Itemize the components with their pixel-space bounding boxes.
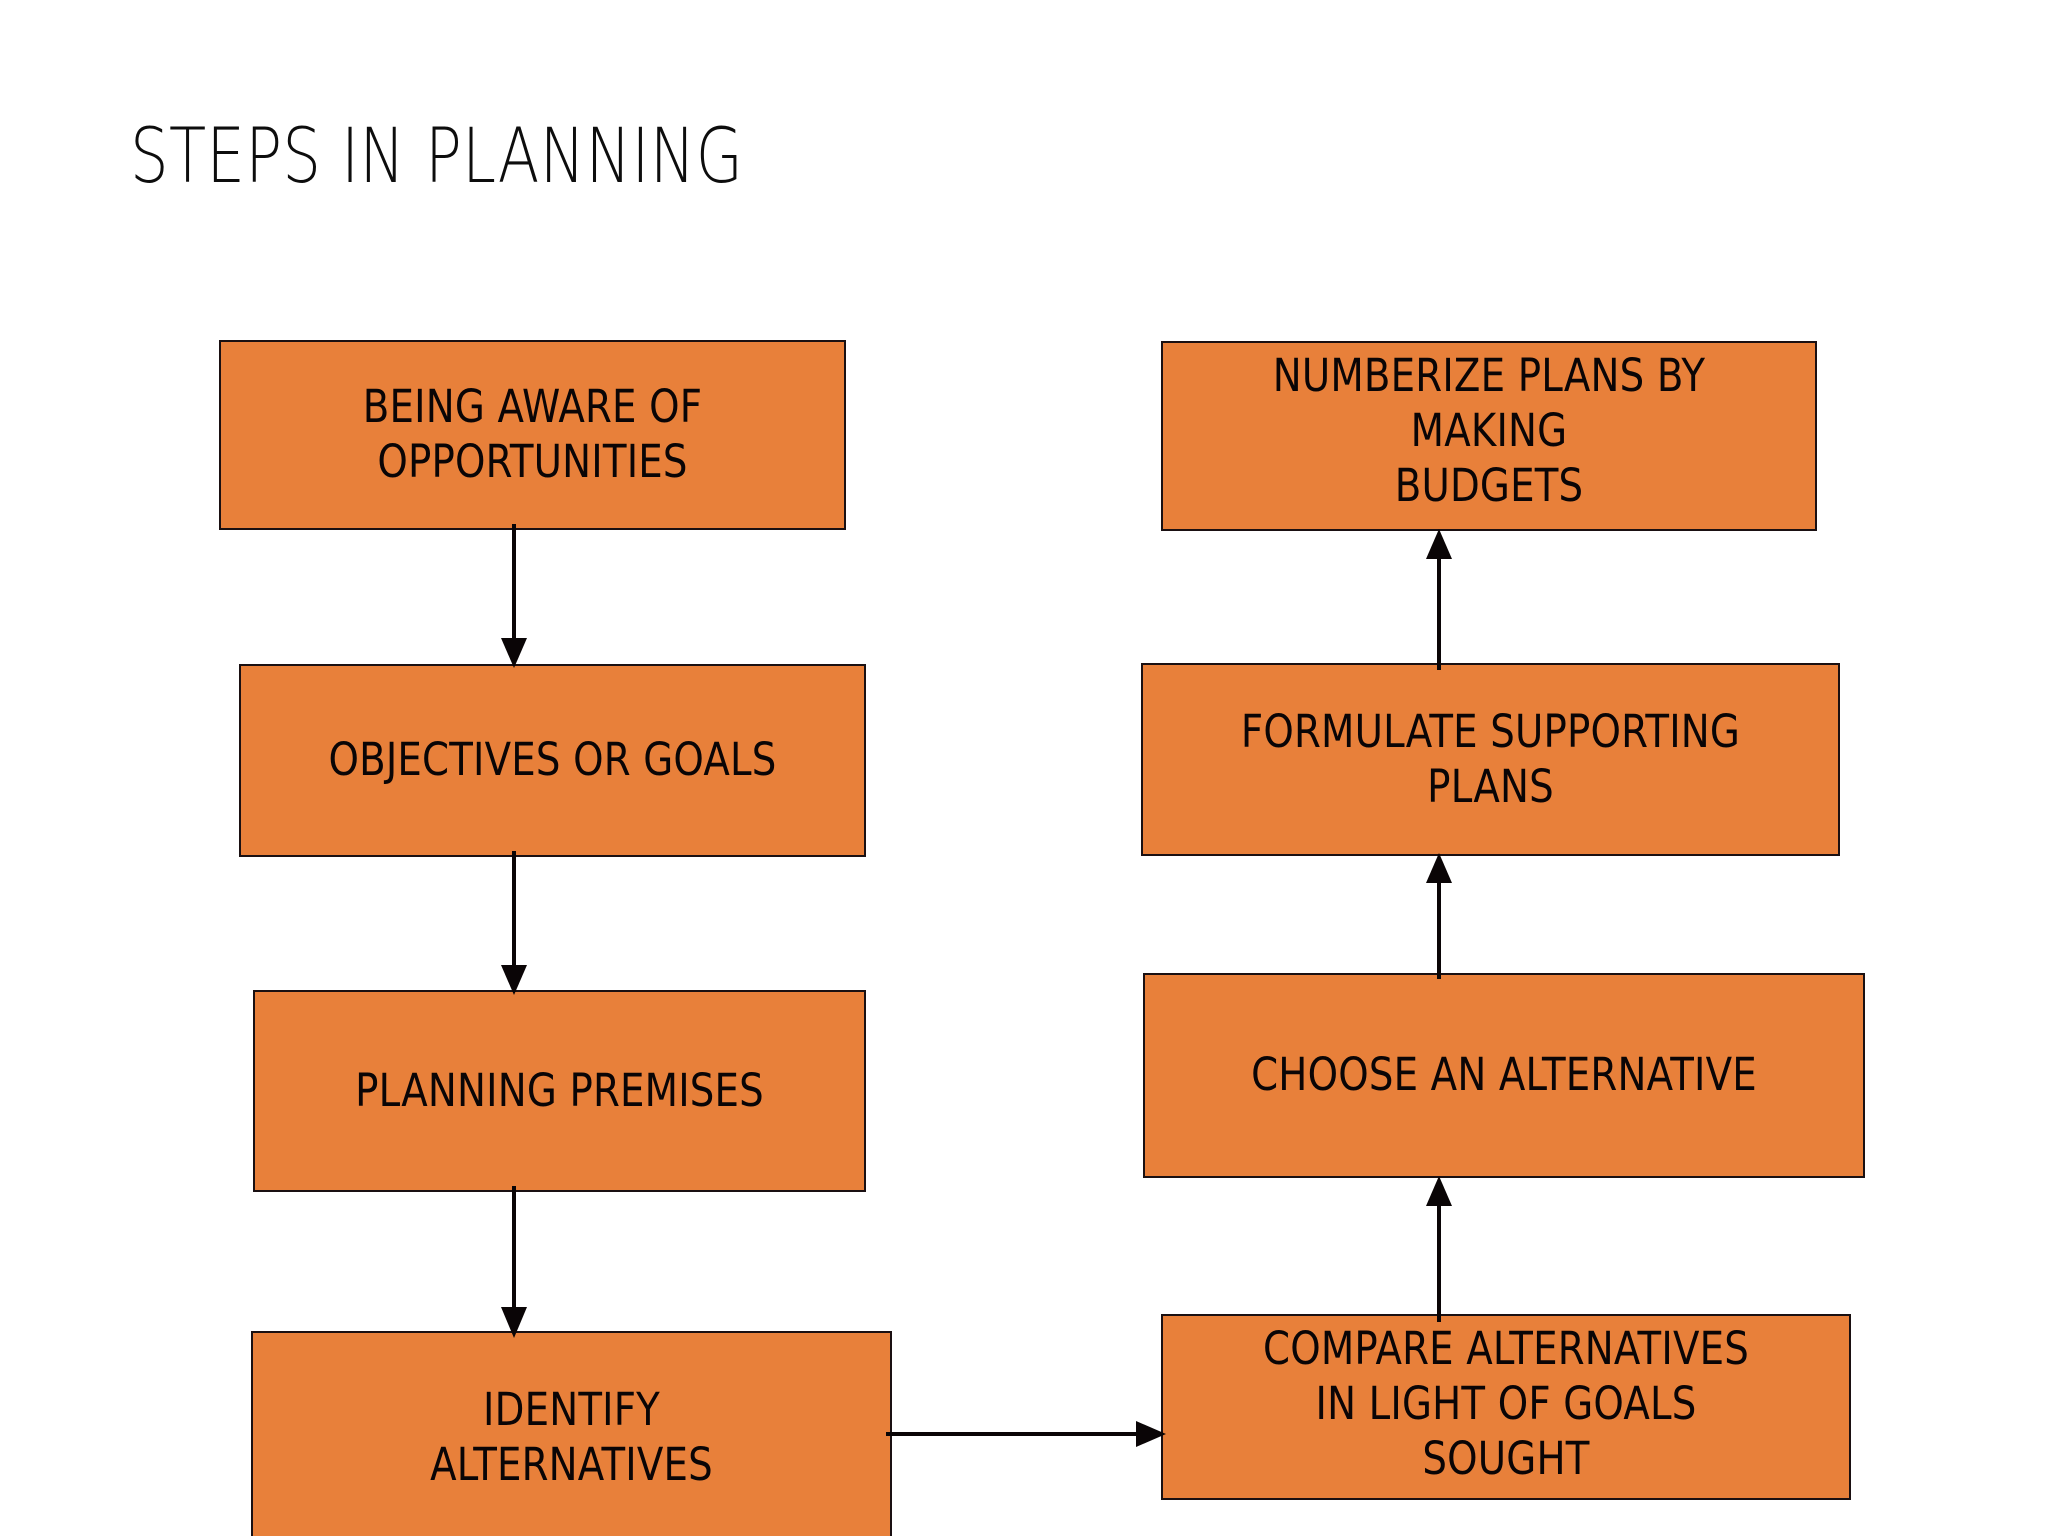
connector-arrow-compare-to-choose [1405,1172,1475,1322]
flow-node-planning-premises[interactable]: PLANNING PREMISES [253,990,866,1192]
connector-arrow-aware-to-objectives [480,524,550,672]
flow-node-identify-alternatives[interactable]: IDENTIFY ALTERNATIVES [251,1331,892,1536]
page-title: STEPS IN PLANNING [130,111,744,200]
flow-node-line-1: COMPARE ALTERNATIVES [1263,1322,1749,1375]
connector-arrow-choose-to-formulate [1405,849,1475,979]
flow-node-line-1: IDENTIFY [483,1382,660,1436]
flow-node-line-2: IN LIGHT OF GOALS [1315,1376,1697,1430]
flow-node-line-1: OBJECTIVES OR GOALS [328,733,777,787]
flow-node-line-1: BEING AWARE OF [362,380,703,434]
flow-node-objectives-or-goals[interactable]: OBJECTIVES OR GOALS [239,664,866,857]
flow-node-line-1: CHOOSE AN ALTERNATIVE [1251,1048,1757,1102]
flow-node-line-2: ALTERNATIVES [430,1437,713,1491]
connector-arrow-identify-to-compare [886,1410,1176,1460]
flow-node-formulate-supporting-plans[interactable]: FORMULATE SUPPORTING PLANS [1141,663,1840,856]
flow-node-line-1: NUMBERIZE PLANS BY [1272,349,1706,402]
flow-node-numberize-plans-by-making-budgets[interactable]: NUMBERIZE PLANS BY MAKING BUDGETS [1161,341,1817,531]
flow-node-line-1: FORMULATE SUPPORTING [1240,704,1741,758]
flow-node-compare-alternatives-in-light-of-goals-sought[interactable]: COMPARE ALTERNATIVES IN LIGHT OF GOALS S… [1161,1314,1851,1500]
flow-node-line-1: PLANNING PREMISES [355,1063,764,1117]
flow-node-label: PLANNING PREMISES [298,1064,822,1119]
connector-arrow-objectives-to-premises [480,851,550,999]
flow-node-line-3: BUDGETS [1394,458,1584,512]
flow-node-choose-an-alternative[interactable]: CHOOSE AN ALTERNATIVE [1143,973,1865,1178]
flow-node-label: OBJECTIVES OR GOALS [285,733,821,788]
flow-node-label: FORMULATE SUPPORTING PLANS [1192,705,1790,815]
flow-node-being-aware-of-opportunities[interactable]: BEING AWARE OF OPPORTUNITIES [219,340,846,530]
flow-node-label: COMPARE ALTERNATIVES IN LIGHT OF GOALS S… [1211,1322,1801,1487]
flow-node-label: CHOOSE AN ALTERNATIVE [1195,1048,1812,1103]
flow-node-line-3: SOUGHT [1422,1431,1590,1485]
flow-node-label: BEING AWARE OF OPPORTUNITIES [265,380,801,490]
connector-arrow-formulate-to-numberize [1405,525,1475,670]
connector-arrow-premises-to-identify [480,1186,550,1341]
flow-node-label: IDENTIFY ALTERNATIVES [298,1383,846,1493]
flow-node-line-2: MAKING [1410,403,1568,457]
flow-node-label: NUMBERIZE PLANS BY MAKING BUDGETS [1209,349,1770,514]
flow-node-line-2: OPPORTUNITIES [377,435,688,488]
flow-node-line-2: PLANS [1427,759,1554,813]
